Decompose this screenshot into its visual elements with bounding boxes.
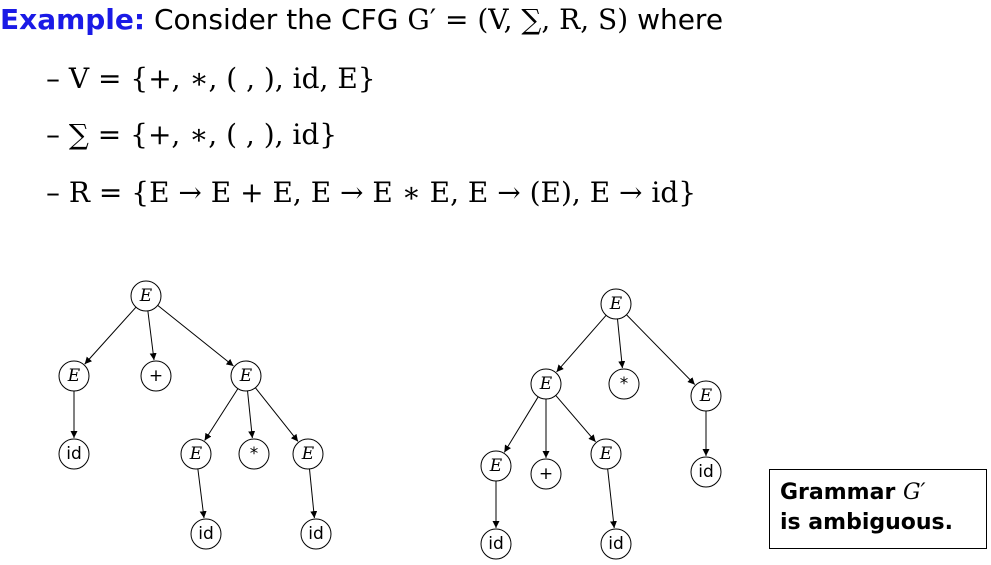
tree-node-variable: E <box>58 360 90 392</box>
bullet-terminals: – ∑ = {+, ∗, ( , ), id} <box>46 118 337 152</box>
node-label: E <box>67 366 81 386</box>
tree-edge <box>626 314 696 385</box>
node-label: E <box>139 286 153 306</box>
slide-title: Example: Consider the CFG G′ = (V, ∑, R,… <box>0 2 723 38</box>
node-label: E <box>189 444 203 464</box>
parse-tree-right: E E * E E + Eid id id <box>480 288 722 560</box>
node-circle <box>530 458 562 490</box>
tree-node-terminal: + <box>530 458 562 490</box>
node-circle <box>530 368 562 400</box>
tree-node-terminal: id <box>58 438 90 470</box>
callout-line-2: is ambiguous. <box>780 510 953 535</box>
node-label: + <box>149 366 163 386</box>
node-label: E <box>609 294 623 314</box>
tree-node-variable: E <box>292 438 324 470</box>
node-circle <box>58 438 90 470</box>
node-circle <box>608 368 640 400</box>
node-label: * <box>620 374 629 394</box>
callout-line-1: Grammar G′ <box>780 478 986 508</box>
callout-text: Grammar <box>780 480 896 505</box>
node-label: E <box>239 366 253 386</box>
node-label: id <box>698 462 714 482</box>
tree-edge <box>247 390 256 439</box>
callout-grammar: G′ <box>902 480 926 505</box>
node-circle <box>58 360 90 392</box>
tree-node-variable: E <box>230 360 262 392</box>
tree-edge <box>254 387 299 442</box>
node-label: * <box>250 444 259 464</box>
example-keyword: Example: <box>0 3 146 36</box>
node-circle <box>180 438 212 470</box>
title-text: Consider the CFG <box>154 3 399 36</box>
node-circle <box>230 360 262 392</box>
node-circle <box>190 518 222 550</box>
tree-edge <box>503 396 539 453</box>
node-label: id <box>66 444 82 464</box>
node-circle <box>238 438 270 470</box>
tree-node-terminal: * <box>238 438 270 470</box>
node-label: E <box>489 456 503 476</box>
node-label: id <box>308 524 324 544</box>
node-label: E <box>599 444 613 464</box>
bullet-variables: – V = {+, ∗, ( , ), id, E} <box>46 62 376 96</box>
ambiguity-callout: Grammar G′ is ambiguous. <box>769 469 987 549</box>
node-label: E <box>539 374 553 394</box>
tree-edge <box>607 468 617 529</box>
tree-node-terminal: id <box>690 456 722 488</box>
node-label: + <box>539 464 553 484</box>
terminals-set: ∑ = {+, ∗, ( , ), id} <box>68 118 338 151</box>
tree-node-variable: E <box>480 450 512 482</box>
node-circle <box>600 528 632 560</box>
tree-node-variable: E <box>690 380 722 412</box>
tree-edge <box>555 395 596 443</box>
bullet-rules: – R = {E → E + E, E → E ∗ E, E → (E), E … <box>46 176 696 210</box>
node-circle <box>140 360 172 392</box>
tree-edge <box>204 388 239 441</box>
tree-node-terminal: id <box>300 518 332 550</box>
parse-tree-left: E E + Eid E * Eid id <box>58 280 332 550</box>
tree-edge <box>308 468 318 519</box>
node-label: E <box>301 444 315 464</box>
tree-edge <box>197 468 207 519</box>
tree-node-variable: E <box>600 288 632 320</box>
node-circle <box>590 438 622 470</box>
tree-node-terminal: id <box>600 528 632 560</box>
tree-node-terminal: * <box>608 368 640 400</box>
tree-node-terminal: id <box>190 518 222 550</box>
bullet-dash: – <box>46 118 60 151</box>
tree-node-variable: E <box>590 438 622 470</box>
tree-edge <box>616 318 626 369</box>
node-circle <box>480 450 512 482</box>
node-label: id <box>198 524 214 544</box>
rules-set: R = {E → E + E, E → E ∗ E, E → (E), E → … <box>68 176 697 209</box>
node-circle <box>690 456 722 488</box>
tree-edge <box>84 306 137 365</box>
bullet-dash: – <box>46 62 60 95</box>
tree-node-variable: E <box>180 438 212 470</box>
tree-edge <box>556 314 607 373</box>
bullet-dash: – <box>46 176 60 209</box>
tree-node-variable: E <box>530 368 562 400</box>
tree-node-variable: E <box>130 280 162 312</box>
grammar-tuple: G′ = (V, ∑, R, S) <box>407 3 629 36</box>
tree-node-terminal: id <box>480 528 512 560</box>
tree-node-terminal: + <box>140 360 172 392</box>
node-circle <box>130 280 162 312</box>
node-circle <box>292 438 324 470</box>
node-circle <box>300 518 332 550</box>
node-label: id <box>488 534 504 554</box>
node-circle <box>690 380 722 412</box>
node-label: E <box>699 386 713 406</box>
node-circle <box>480 528 512 560</box>
variables-set: V = {+, ∗, ( , ), id, E} <box>68 62 376 95</box>
node-label: id <box>608 534 624 554</box>
tree-edge <box>147 310 157 361</box>
title-suffix: where <box>637 3 724 36</box>
node-circle <box>600 288 632 320</box>
tree-edge <box>157 304 234 367</box>
